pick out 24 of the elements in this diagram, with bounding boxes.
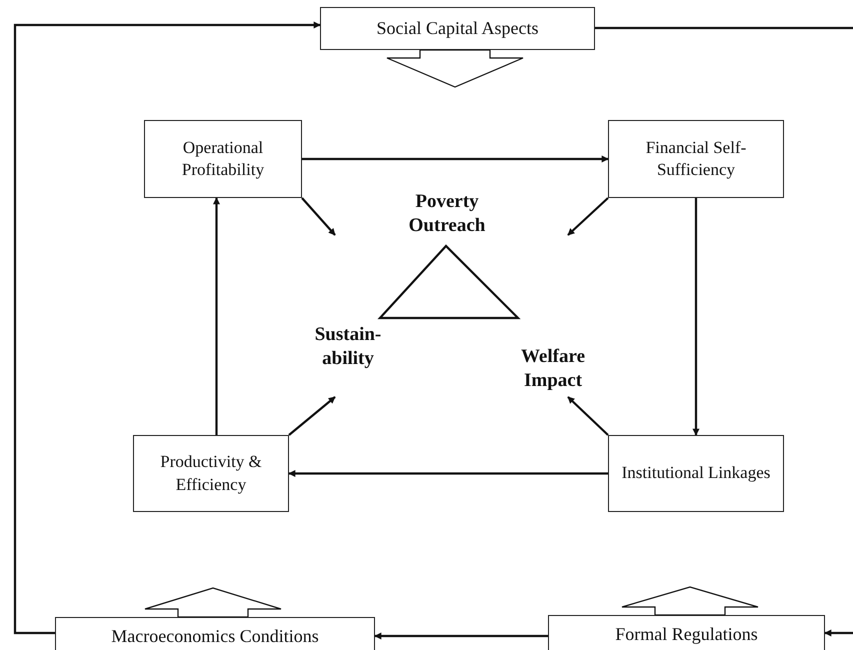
text-box: Financial Self-Sufficiency: [608, 120, 784, 198]
arrow: [288, 470, 608, 477]
text-box: Institutional Linkages: [608, 435, 784, 512]
arrow: [302, 156, 609, 162]
triangle-label: Welfare Impact: [520, 345, 586, 392]
text-box: Operational Profitability: [144, 120, 302, 198]
arrow: [301, 197, 336, 236]
arrow: [14, 22, 321, 634]
text-box: Formal Regulations: [548, 615, 825, 650]
text-box: Macroeconomics Conditions: [55, 617, 375, 650]
triangle-label: Sustain- ability: [314, 323, 382, 370]
block-arrow: [621, 586, 759, 616]
text-box: Social Capital Aspects: [320, 7, 595, 50]
arrow: [374, 632, 548, 640]
arrow: [824, 630, 853, 636]
arrow: [288, 396, 336, 436]
block-arrow: [144, 587, 282, 618]
triangle-label: Poverty Outreach: [408, 190, 486, 238]
arrow: [213, 197, 220, 435]
arrow: [692, 198, 700, 436]
text-box: Productivity & Efficiency: [133, 435, 289, 512]
arrow: [567, 396, 609, 436]
arrow: [567, 197, 609, 236]
block-arrow: [386, 49, 524, 88]
